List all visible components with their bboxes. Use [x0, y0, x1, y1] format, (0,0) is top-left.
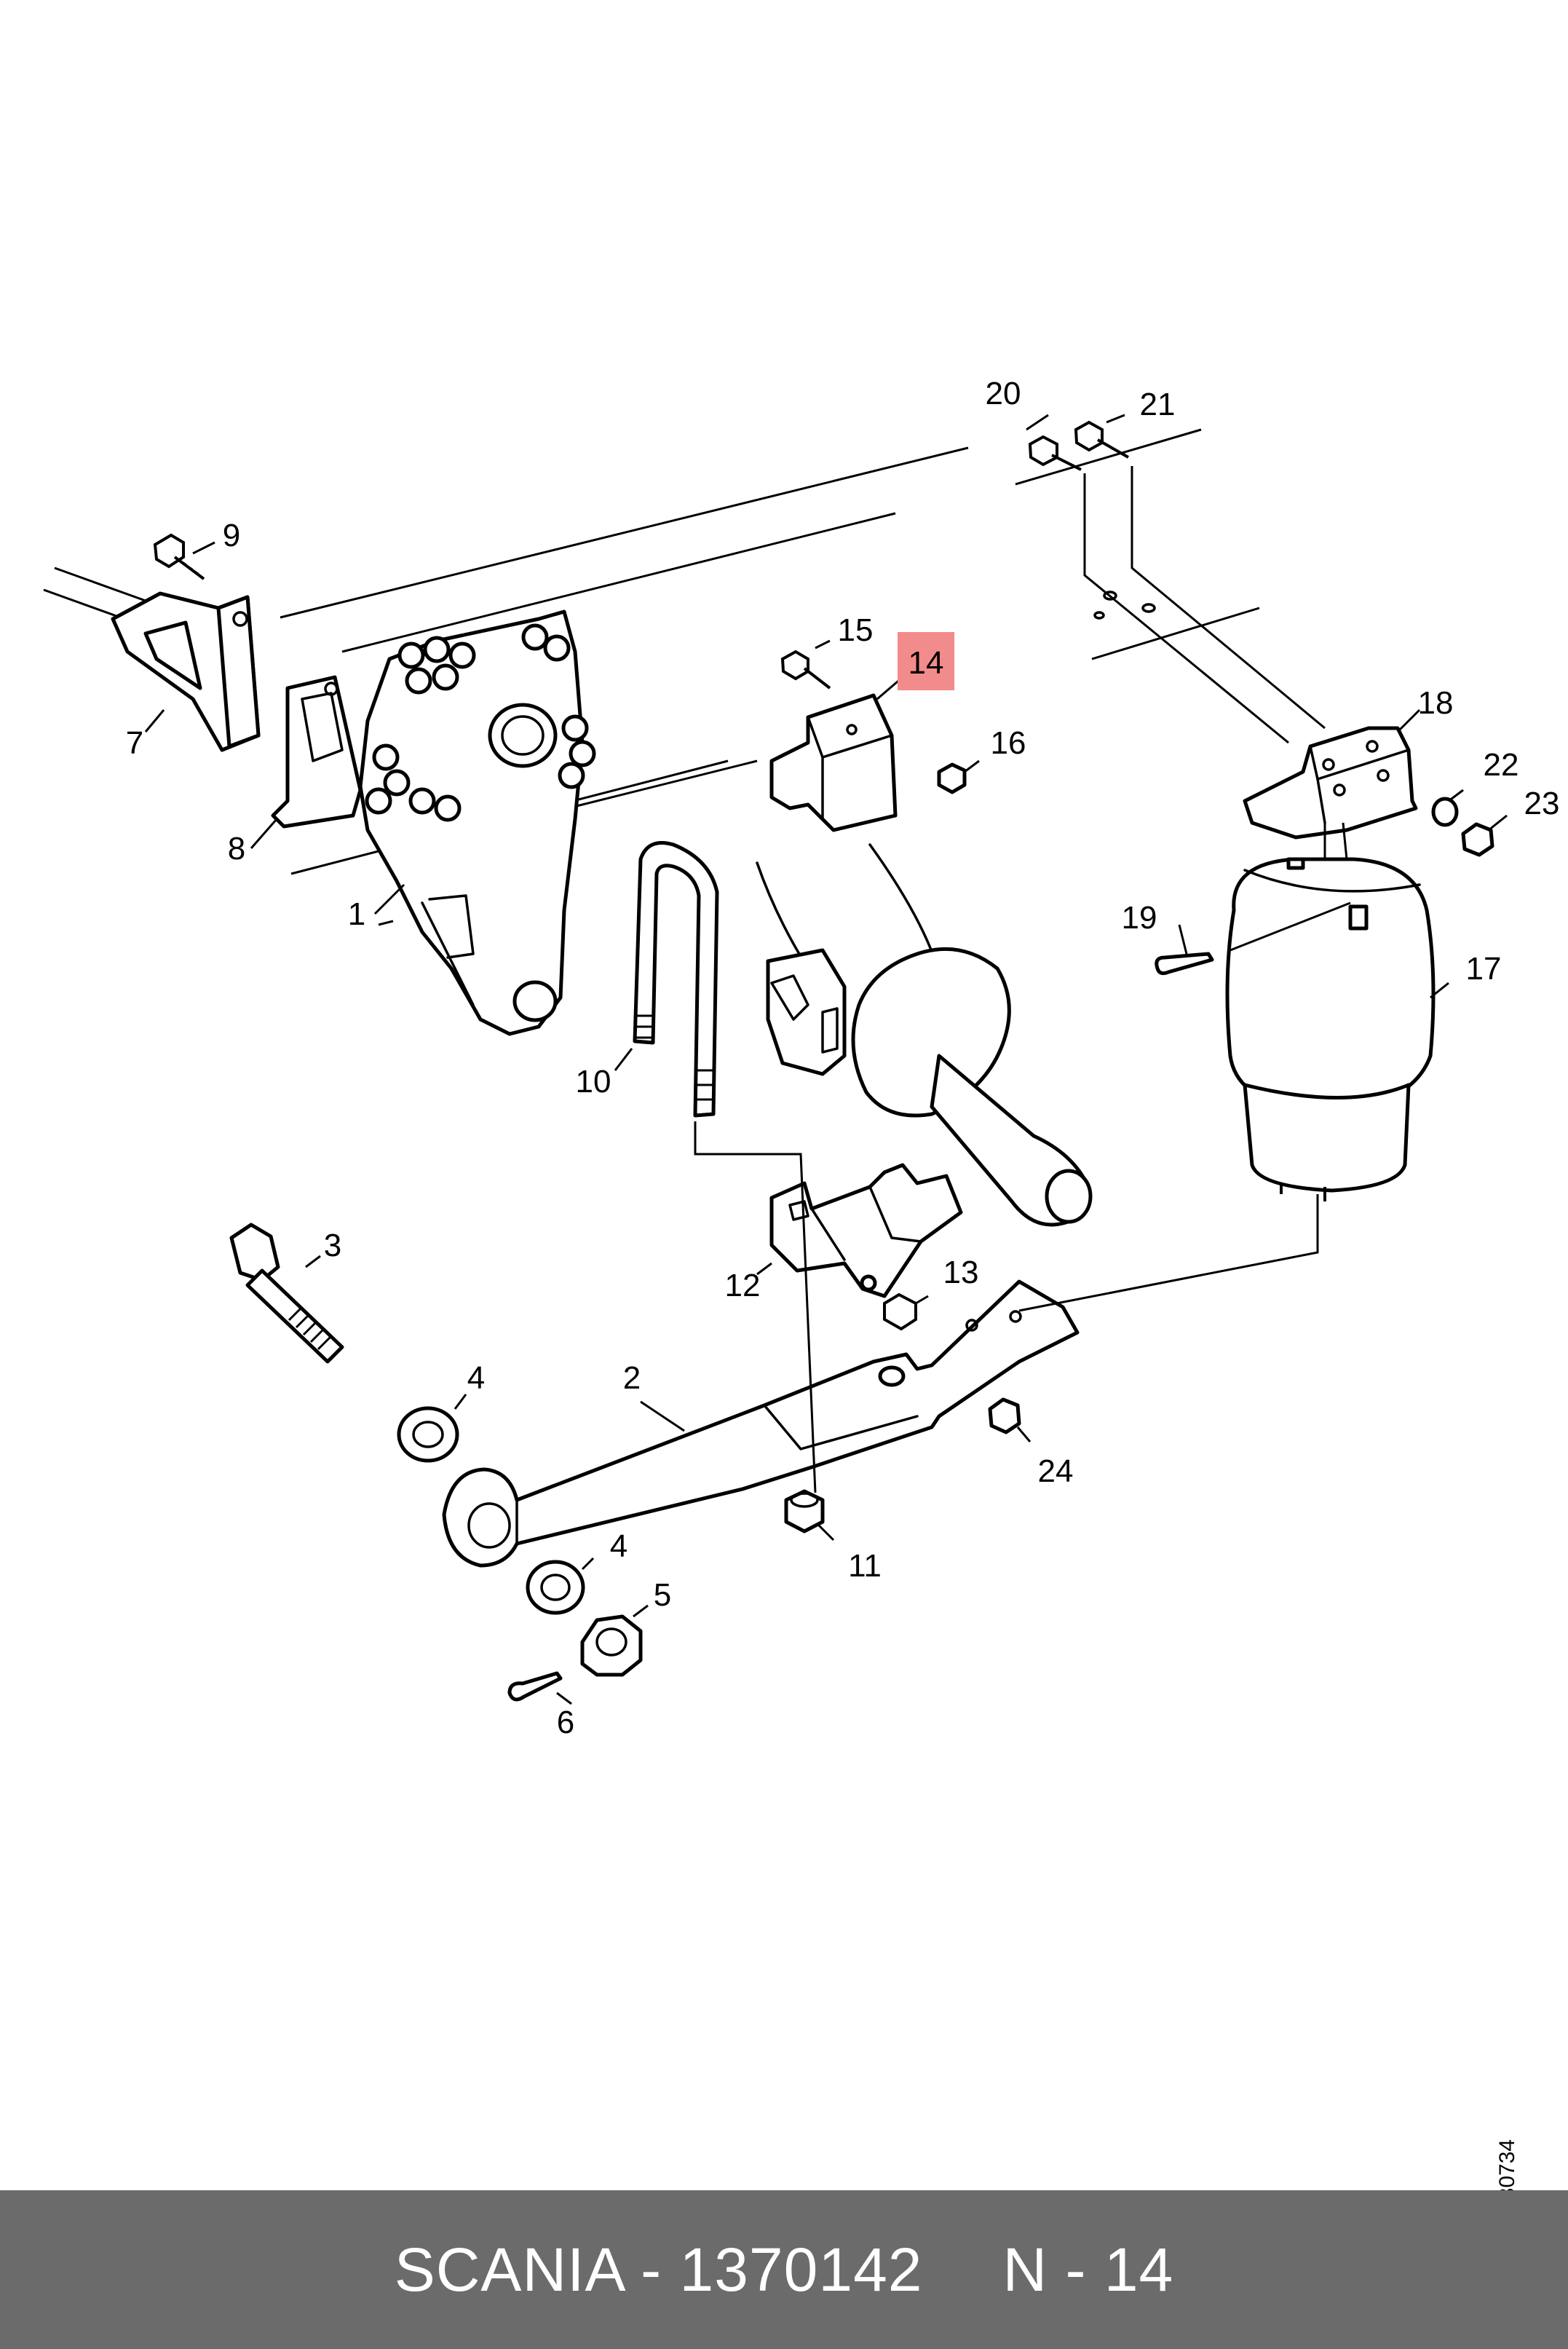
- castle-nut-part-5[interactable]: [580, 1614, 643, 1677]
- callout-20: 20: [986, 376, 1021, 411]
- leaf-spring-part-2[interactable]: [442, 1279, 1080, 1568]
- washer-part-4-upper[interactable]: [397, 1406, 459, 1463]
- callout-21: 21: [1140, 387, 1176, 422]
- callout-12: 12: [725, 1268, 761, 1303]
- bolt-part-3[interactable]: [229, 1223, 344, 1364]
- callout-15: 15: [838, 612, 874, 648]
- bolt-part-13[interactable]: [860, 1274, 917, 1331]
- callout-16: 16: [991, 725, 1026, 761]
- hanger-bolt-heads: [365, 623, 596, 822]
- callout-labels: 1 2 3 4 4 5 6 7 8 9 10 11 12 13 14 15 16…: [126, 376, 1560, 1740]
- callout-5: 5: [654, 1577, 671, 1613]
- washer-part-22[interactable]: [1431, 797, 1459, 827]
- plate-part-8[interactable]: [271, 675, 363, 829]
- spring-hanger-part-1[interactable]: [358, 609, 596, 1036]
- cotter-pin-part-6[interactable]: [507, 1671, 563, 1702]
- highlight-box-part-14: [898, 632, 954, 690]
- bolt-part-15[interactable]: [780, 650, 831, 690]
- axle: [756, 843, 1093, 1227]
- bracket-part-14[interactable]: [769, 693, 898, 832]
- nut-part-23[interactable]: [1461, 822, 1494, 857]
- pin-part-19[interactable]: [1155, 952, 1214, 976]
- bolt-part-20[interactable]: [1028, 435, 1082, 471]
- callout-10: 10: [576, 1064, 611, 1100]
- callout-4-upper: 4: [467, 1360, 485, 1396]
- washer-part-4-lower[interactable]: [526, 1560, 585, 1615]
- bolt-guide-lines: [1083, 466, 1326, 744]
- nut-part-16[interactable]: [937, 762, 967, 794]
- callout-18: 18: [1418, 685, 1454, 721]
- bracket-part-18[interactable]: [1243, 726, 1418, 840]
- callout-8: 8: [228, 831, 245, 866]
- nut-part-24[interactable]: [988, 1397, 1021, 1434]
- callout-9: 9: [223, 518, 240, 553]
- axle-seat-part-12[interactable]: [769, 1163, 963, 1298]
- callout-14: 14: [908, 645, 944, 681]
- callout-3: 3: [324, 1228, 341, 1263]
- callout-22: 22: [1484, 747, 1519, 783]
- footer-bar: SCANIA - 1370142 N - 14: [0, 2190, 1568, 2349]
- u-bolt-part-10[interactable]: [633, 841, 719, 1118]
- air-spring-part-17[interactable]: [1225, 857, 1436, 1201]
- bracket-part-7[interactable]: [111, 591, 261, 752]
- callout-23: 23: [1524, 786, 1560, 821]
- callout-2: 2: [623, 1360, 641, 1396]
- callout-11: 11: [848, 1548, 882, 1584]
- nut-part-11[interactable]: [784, 1489, 825, 1533]
- callout-6: 6: [557, 1705, 574, 1740]
- exploded-parts-diagram: 1 2 3 4 4 5 6 7 8 9 10 11 12 13 14 15 16…: [43, 376, 1560, 1740]
- callout-17: 17: [1466, 951, 1502, 987]
- bolt-part-9[interactable]: [153, 533, 205, 580]
- callout-24: 24: [1038, 1453, 1074, 1489]
- callout-1: 1: [348, 896, 365, 932]
- callout-19: 19: [1122, 900, 1157, 936]
- footer-position: N - 14: [1002, 2235, 1174, 2304]
- bolt-part-21[interactable]: [1074, 420, 1129, 459]
- reference-lines: [694, 659, 1351, 1493]
- callout-4-lower: 4: [610, 1528, 627, 1564]
- callout-13: 13: [943, 1255, 979, 1290]
- footer-brand-part-number: SCANIA - 1370142: [394, 2235, 923, 2304]
- callout-7: 7: [126, 725, 143, 761]
